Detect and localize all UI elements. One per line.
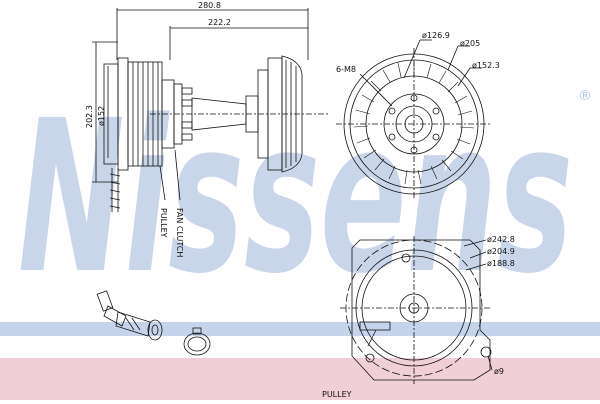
dim-height: 202.3	[85, 105, 94, 128]
dim-pulley-d1: ø242.8	[487, 235, 515, 244]
label-pulley-side: PULLEY	[159, 208, 168, 238]
watermark-logo: Nissens	[18, 75, 573, 320]
pink-band	[0, 358, 600, 400]
dim-pulley-diameter: ø152	[97, 106, 106, 126]
ring-part	[183, 327, 211, 356]
blue-band	[0, 322, 600, 336]
connector-part	[96, 290, 163, 341]
label-bolt-pattern: 6-M8	[336, 65, 356, 74]
pulley-view	[340, 236, 493, 384]
label-fan-clutch: FAN CLUTCH	[175, 208, 184, 257]
dim-front-d3: ø152.3	[472, 61, 500, 70]
registered-mark: ®	[578, 88, 592, 104]
dim-hole: ø9	[494, 367, 504, 376]
dim-overall-length: 280.8	[198, 1, 221, 10]
dim-pulley-d3: ø188.8	[487, 259, 515, 268]
front-view	[336, 39, 492, 200]
dim-front-d2: ø205	[460, 39, 480, 48]
dim-front-d1: ø126.9	[422, 31, 450, 40]
dim-pulley-d2: ø204.9	[487, 247, 515, 256]
dim-clutch-length: 222.2	[208, 18, 231, 27]
side-view	[92, 8, 330, 212]
label-pulley-bottom: PULLEY	[322, 390, 352, 399]
